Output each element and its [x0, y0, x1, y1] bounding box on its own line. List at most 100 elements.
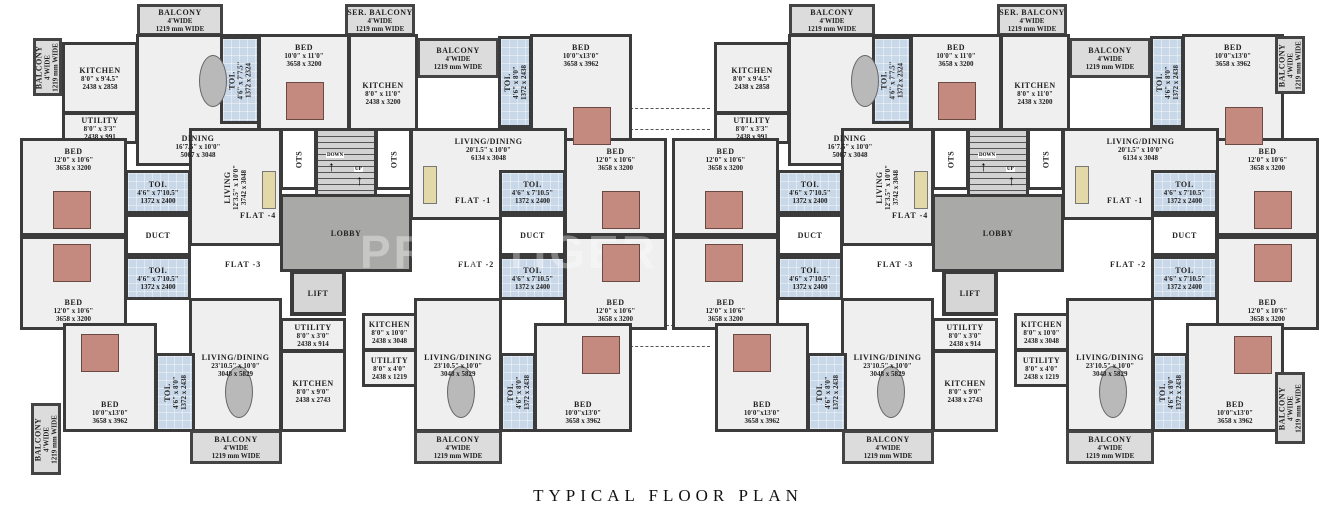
room-dimension: 23'10.5" x 10'0": [211, 361, 260, 370]
room-dimension: 1372 x 2438: [831, 375, 840, 410]
room-dimension: 4'6" x 8'0": [1163, 65, 1172, 99]
flat-label-f2: FLAT -2: [1110, 260, 1147, 269]
room-name: UTILITY: [294, 322, 332, 332]
flat-label-f4: FLAT -4: [892, 211, 929, 220]
room-dimension: 6134 x 3048: [471, 154, 506, 162]
room-name: BED: [1258, 298, 1277, 307]
room-name: BED: [101, 400, 119, 409]
room-name: DUCT: [145, 230, 171, 240]
room-duct-l: DUCT: [125, 214, 191, 256]
room-dimension: 10'0"x13'0": [564, 409, 602, 417]
room-name: TOI.: [505, 383, 515, 402]
bed-furniture-icon: [53, 244, 91, 282]
bed-furniture-icon: [602, 244, 640, 282]
room-label: TOI.4'6" x 7'10.5"1372 x 2400: [789, 266, 830, 291]
room-name: BED: [574, 400, 592, 409]
room-name: LIVING/DINING: [201, 352, 270, 362]
sofa-icon: [262, 171, 276, 209]
room-name: TOI.: [1175, 179, 1194, 189]
room-label: LOBBY: [331, 229, 362, 238]
room-name: BALCONY: [1277, 386, 1287, 430]
room-dimension: 1219 mm WIDE: [433, 451, 483, 460]
room-name: BED: [572, 43, 590, 52]
arrow-up-icon: ↑: [328, 160, 335, 175]
room-name: BED: [1258, 147, 1277, 156]
room-ots1: OTS: [280, 128, 317, 190]
room-dimension: 8'0" x 11'0": [1017, 89, 1053, 98]
room-dimension: 2438 x 3048: [1023, 336, 1059, 345]
room-name: BED: [1226, 400, 1244, 409]
flat-label-f3: FLAT -3: [877, 260, 914, 269]
room-dimension: 1219 mm WIDE: [52, 42, 61, 92]
room-label: TOI.4'6" x 7'7.5"1372 x 2324: [880, 61, 905, 99]
room-dimension: 4'6" x 7'10.5": [789, 274, 831, 283]
dining-table-icon: [851, 55, 879, 107]
room-label: TOI.4'6" x 7'10.5"1372 x 2400: [789, 180, 830, 205]
room-dimension: 2438 x 1219: [1023, 372, 1059, 381]
room-name: BED: [1224, 43, 1242, 52]
room-name: OTS: [945, 150, 955, 168]
room-name: TOI.: [523, 179, 542, 189]
room-name: TOI.: [800, 265, 820, 275]
room-dimension: 3658 x 3200: [707, 315, 743, 323]
room-dimension: 8'0" x 3'0": [296, 331, 330, 340]
bed-furniture-icon: [1254, 191, 1292, 229]
room-name: SER. BALCONY: [999, 7, 1065, 17]
room-toi-l3: TOI.4'6" x 8'0"1372 x 2438: [155, 353, 195, 432]
room-dimension: 16'7.5" x 10'0": [827, 143, 873, 151]
room-dimension: 4'6" x 7'10.5": [137, 188, 179, 197]
flat-label-f3: FLAT -3: [225, 260, 262, 269]
sofa-icon: [1075, 166, 1089, 204]
room-duct-r: DUCT: [499, 214, 566, 256]
room-dimension: 1372 x 2400: [1166, 282, 1202, 291]
room-toi-top: TOI.4'6" x 7'7.5"1372 x 2324: [872, 36, 912, 124]
room-ots2: OTS: [375, 128, 412, 190]
room-name: TOI.: [523, 265, 542, 275]
dining-table-icon: [199, 55, 227, 107]
room-name: BALCONY: [436, 434, 480, 444]
room-name: KITCHEN: [1020, 319, 1063, 329]
flat-label-f1: FLAT -1: [1107, 196, 1144, 205]
room-name: LOBBY: [330, 228, 362, 238]
room-dimension: 1372 x 2400: [1166, 196, 1202, 205]
flat-label-f1: FLAT -1: [455, 196, 492, 205]
room-dimension: 10'0"x13'0": [743, 409, 781, 417]
room-name: TOI.: [879, 70, 889, 90]
room-dimension: 3658 x 3962: [1217, 417, 1253, 425]
room-dimension: 3658 x 3962: [563, 60, 599, 68]
bed-furniture-icon: [1234, 336, 1272, 374]
room-dimension: 8'0" x 9'0": [296, 387, 330, 396]
room-dimension: 10'0"x13'0": [91, 409, 129, 417]
room-dimension: 1372 x 2400: [514, 282, 550, 291]
bed-furniture-icon: [286, 82, 324, 120]
room-dimension: 4'WIDE: [1019, 16, 1045, 25]
room-ots2: OTS: [1027, 128, 1064, 190]
bed-furniture-icon: [573, 107, 611, 145]
bed-furniture-icon: [602, 191, 640, 229]
room-name: BALCONY: [158, 7, 202, 17]
room-name: BALCONY: [35, 45, 45, 89]
room-dimension: 20'1.5" x 10'0": [466, 146, 511, 154]
room-dimension: 2438 x 2743: [295, 395, 331, 404]
room-dimension: 12'3.5" x 10'0": [231, 164, 240, 210]
